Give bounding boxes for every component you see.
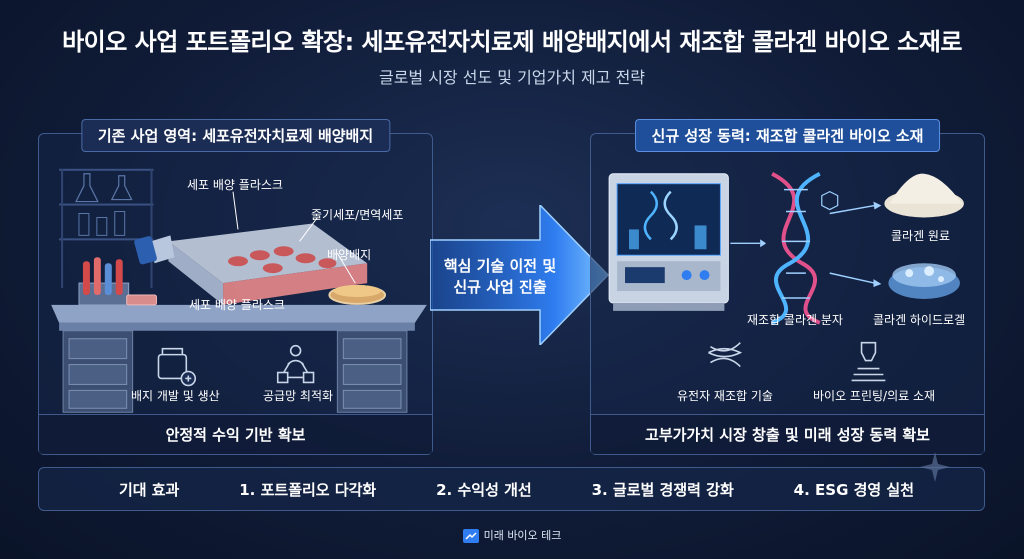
transition-line-1: 핵심 기술 이전 및 <box>443 257 557 275</box>
media-development-label: 배지 개발 및 생산 <box>131 389 220 403</box>
page-title: 바이오 사업 포트폴리오 확장: 세포유전자치료제 배양배지에서 재조합 콜라겐… <box>62 28 962 56</box>
bioprinting-label: 바이오 프린팅/의료 소재 <box>813 389 936 403</box>
transition-line-2: 신규 사업 진출 <box>453 278 547 296</box>
trend-chart-icon <box>462 529 479 543</box>
lab-scene-illustration <box>51 168 427 413</box>
effect-item-2: 2. 수익성 개선 <box>436 480 532 499</box>
expected-effects-label: 기대 효과 <box>118 480 180 499</box>
transition-arrow-text: 핵심 기술 이전 및 신규 사업 진출 <box>440 256 560 298</box>
brand-name: 미래 바이오 테크 <box>483 529 562 542</box>
effect-item-3: 3. 글로벌 경쟁력 강화 <box>591 480 734 499</box>
supply-chain-label: 공급망 최적화 <box>263 389 334 403</box>
new-growth-heading: 신규 성장 동력: 재조합 콜라겐 바이오 소재 <box>634 119 941 152</box>
effect-item-1: 1. 포트폴리오 다각화 <box>239 480 377 499</box>
existing-business-footer: 안정적 수익 기반 확보 <box>39 414 432 454</box>
expected-effects-bar: 기대 효과 1. 포트폴리오 다각화 2. 수익성 개선 3. 글로벌 경쟁력 … <box>38 467 985 511</box>
collagen-raw-label: 콜라겐 원료 <box>891 229 951 243</box>
hydrogel-label: 콜라겐 하이드로겔 <box>873 313 966 327</box>
gene-recombination-label: 유전자 재조합 기술 <box>677 389 773 403</box>
new-growth-panel: 신규 성장 동력: 재조합 콜라겐 바이오 소재 <box>590 119 985 455</box>
flask-label: 세포 배양 플라스크 <box>187 178 283 192</box>
effect-item-4: 4. ESG 경영 실천 <box>793 480 915 499</box>
stem-cell-label: 줄기세포/면역세포 <box>311 208 404 222</box>
existing-business-heading: 기존 사업 영역: 세포유전자치료제 배양배지 <box>80 119 391 152</box>
page-subtitle: 글로벌 시장 선도 및 기업가치 제고 전략 <box>378 68 646 87</box>
sparkle-icon <box>920 452 950 482</box>
existing-business-panel: 기존 사업 영역: 세포유전자치료제 배양배지 <box>38 119 433 455</box>
bio-scene-illustration <box>608 171 964 382</box>
new-growth-footer: 고부가가치 시장 창출 및 미래 성장 동력 확보 <box>591 414 984 454</box>
flask-bottom-label: 세포 배양 플라스크 <box>189 298 285 312</box>
brand-footer: 미래 바이오 테크 <box>0 527 1024 543</box>
collagen-molecule-label: 재조합 콜라겐 분자 <box>747 313 843 327</box>
transition-arrow <box>430 205 610 345</box>
culture-medium-label: 배양배지 <box>327 248 372 262</box>
